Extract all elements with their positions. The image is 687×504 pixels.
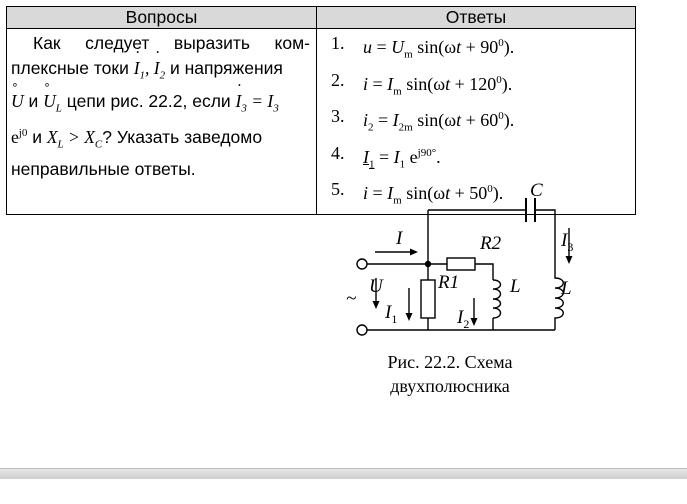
question-line-4: ej0 и XL > XC? Указать заведомо: [11, 126, 263, 151]
header-answers: Ответы: [316, 6, 636, 29]
label-i: I: [395, 228, 404, 249]
answer-2: 2.i = Im sin(ωt + 1200).: [331, 69, 513, 98]
question-cell: Как следует выразить ком- плексные токи …: [6, 28, 317, 215]
label-i3: I3: [560, 230, 573, 254]
figure-caption: Рис. 22.2. Схема двухполюсника: [360, 350, 540, 398]
question-line-1: Как следует выразить ком-: [33, 33, 310, 53]
label-tilde: ~: [346, 288, 356, 309]
inductor-l-branch3: [554, 268, 564, 330]
header-questions: Вопросы: [6, 6, 317, 29]
label-r2: R2: [479, 233, 502, 254]
caption-line-1: Рис. 22.2. Схема: [387, 352, 513, 372]
junction-node: [424, 260, 432, 268]
resistor-r2: [446, 257, 476, 271]
label-u: U: [369, 276, 384, 297]
label-i2: I2: [456, 307, 469, 331]
answer-4: 4.I1 = I1 ej90°.: [331, 142, 441, 171]
answer-1: 1.u = Um sin(ωt + 900).: [331, 33, 515, 61]
terminal-top: [356, 258, 368, 270]
capacitor-symbol: [525, 198, 536, 222]
label-c: C: [530, 180, 543, 201]
question-line-5: неправильные ответы.: [11, 159, 196, 180]
top-wire: [428, 209, 556, 268]
inductor-l-branch2: [492, 279, 502, 319]
answer-3: 3.i2 = I2m sin(ωt + 600).: [331, 106, 515, 134]
terminal-bottom: [356, 324, 368, 336]
resistor-r1: [420, 279, 436, 319]
caption-line-2: двухполюсника: [390, 376, 510, 396]
footer-bar: [0, 468, 687, 479]
question-line-2: плексные токи I1, I2 и напряжения: [11, 56, 310, 89]
question-line-3: U и UL цепи рис. 22.2, если I3 = I3: [11, 89, 310, 122]
label-r1: R1: [437, 272, 459, 293]
qa-table: Вопросы Ответы Как следует выразить ком-…: [6, 6, 636, 215]
label-l-branch3: L: [560, 278, 572, 299]
label-i1: I1: [384, 302, 397, 326]
circuit-diagram: C I I3 R2 R1 U ~ L L I1 I2: [346, 180, 573, 336]
answers-cell: 1.u = Um sin(ωt + 900). 2.i = Im sin(ωt …: [316, 28, 636, 215]
label-l-branch2: L: [509, 276, 521, 297]
answer-5: 5.i = Im sin(ωt + 500).: [331, 179, 504, 207]
